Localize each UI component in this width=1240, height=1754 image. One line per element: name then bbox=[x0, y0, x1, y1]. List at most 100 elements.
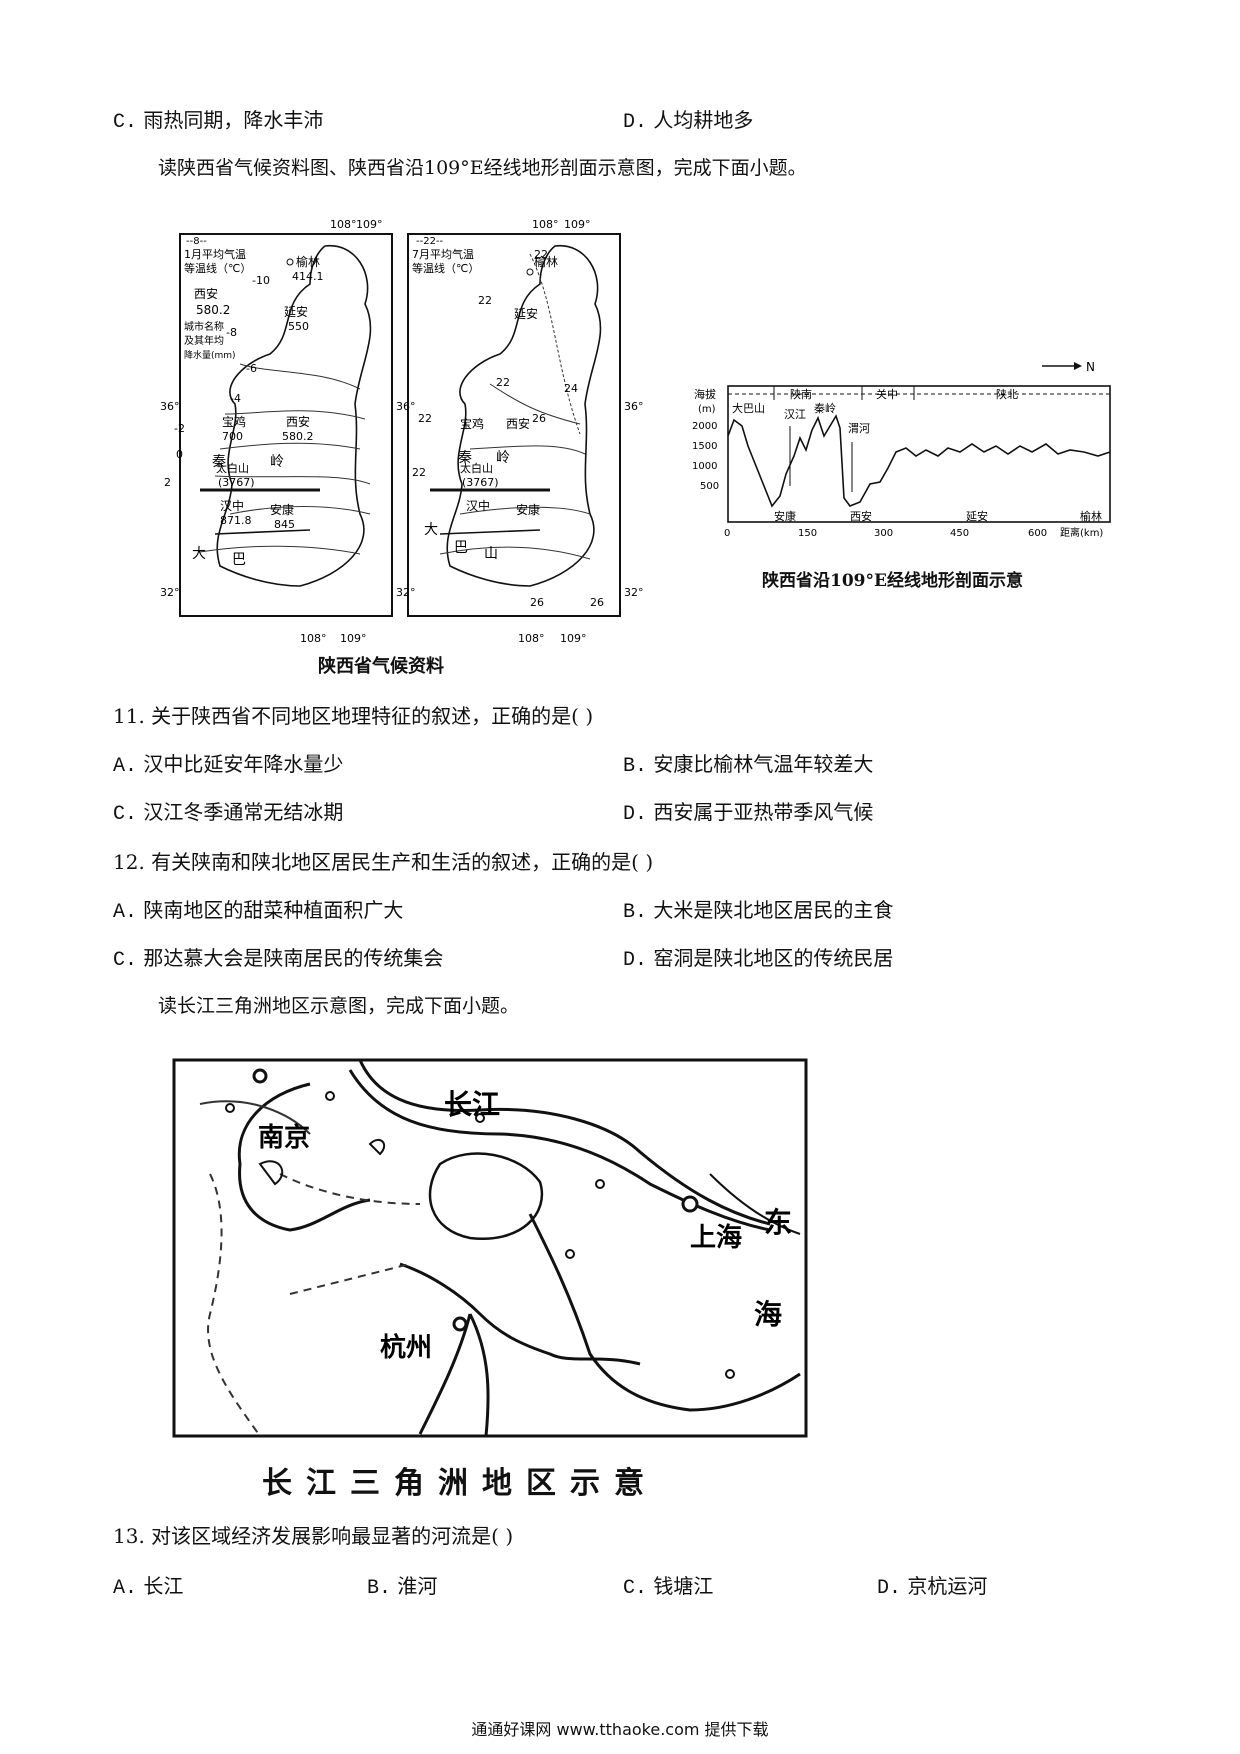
question-12-stem: 12. 有关陕南和陕北地区居民生产和生活的叙述，正确的是( ) bbox=[113, 850, 654, 874]
q12-option-b[interactable]: B. 大米是陕北地区居民的主食 bbox=[623, 898, 894, 924]
jul-legend-line: --22-- bbox=[416, 236, 444, 247]
jan-lon109-label: 109° bbox=[356, 218, 383, 231]
jan-city-name: 榆林 bbox=[296, 254, 320, 269]
jan-city-value: 871.8 bbox=[220, 514, 252, 527]
profile-city-label: 西安 bbox=[850, 509, 872, 523]
x-ticks: 0 150 300 450 600 距离(km) bbox=[724, 526, 1103, 539]
jan-lat32-label: 32° bbox=[160, 586, 180, 599]
prev-option-d: D. 人均耕地多 bbox=[623, 108, 754, 134]
jul-isotherm-label: 22 bbox=[412, 466, 426, 479]
x-tick: 300 bbox=[874, 528, 893, 539]
jan-city-name: 汉中 bbox=[220, 498, 244, 513]
jul-city-value: (3767) bbox=[462, 476, 499, 489]
q13-option-d[interactable]: D. 京杭运河 bbox=[877, 1574, 988, 1600]
jan-city-name: 延安 bbox=[284, 304, 308, 319]
map-label-nanjing: 南京 bbox=[258, 1122, 310, 1153]
jul-isotherm-label: 22 bbox=[496, 376, 510, 389]
jan-city-name: 宝鸡 bbox=[222, 414, 246, 429]
jan-legend-title-1: 1月平均气温 bbox=[184, 247, 246, 261]
jan-isotherm-label: -8 bbox=[226, 326, 237, 339]
map-label-river: 长江 bbox=[444, 1088, 500, 1121]
terrain-profile-figure: N 陕南 关中 陕北 海拔 (m) 2000 1500 1000 500 0 1… bbox=[692, 360, 1111, 539]
map-label-hangzhou: 杭州 bbox=[380, 1332, 432, 1363]
jan-isotherm-map: 108° 109° 108° 109° 36° 32° 36° 32° --8-… bbox=[160, 218, 416, 645]
jan-isotherm-label: 0 bbox=[176, 448, 183, 461]
jan-city-name: 太白山 bbox=[216, 461, 249, 475]
jan-lat32-right: 32° bbox=[396, 586, 416, 599]
jul-isotherm-label: 26 bbox=[530, 596, 544, 609]
q13-option-a[interactable]: A. 长江 bbox=[113, 1574, 184, 1600]
jul-mountain-label: 巴 bbox=[454, 540, 468, 556]
yangtze-figure-caption: 长江三角洲地区示意 bbox=[262, 1466, 658, 1501]
jul-province-outline bbox=[446, 245, 602, 587]
profile-city-label: 延安 bbox=[966, 509, 988, 523]
q13-option-c[interactable]: C. 钱塘江 bbox=[623, 1574, 714, 1600]
jan-city-value: 700 bbox=[222, 430, 243, 443]
jul-legend-title-1: 7月平均气温 bbox=[412, 247, 474, 261]
page-footer[interactable]: 通通好课网 www.tthaoke.com 提供下载 bbox=[471, 1720, 769, 1739]
jan-sample-note-3: 降水量(mm) bbox=[184, 349, 236, 361]
q11-option-a[interactable]: A. 汉中比延安年降水量少 bbox=[113, 752, 344, 778]
map-label-sea: 海 bbox=[754, 1298, 782, 1331]
jan-city-marker bbox=[286, 258, 294, 266]
jul-city-marker bbox=[526, 268, 534, 276]
feature-label: 大巴山 bbox=[732, 401, 765, 415]
prev-option-c: C. 雨热同期，降水丰沛 bbox=[113, 108, 324, 134]
jul-isotherm-label: 26 bbox=[532, 412, 546, 425]
jan-city-value: (3767) bbox=[218, 476, 255, 489]
jan-mountain-label: 秦 bbox=[212, 454, 226, 470]
jan-legend-line: --8-- bbox=[186, 236, 207, 247]
region-label: 陕南 bbox=[790, 387, 812, 401]
jul-isotherm-label: 26 bbox=[590, 596, 604, 609]
terrain-profile-line bbox=[727, 414, 1111, 508]
jul-city-name: 西安 bbox=[506, 416, 530, 431]
jul-city-name: 太白山 bbox=[460, 461, 493, 475]
jan-city-name: 西安 bbox=[286, 414, 310, 429]
jul-isotherm-label: 22 bbox=[534, 248, 548, 261]
jan-sample-city: 西安 bbox=[194, 286, 218, 301]
jul-legend-title-2: 等温线（℃） bbox=[412, 261, 479, 275]
region-label: 陕北 bbox=[996, 387, 1018, 401]
jul-city-name: 安康 bbox=[516, 502, 540, 517]
feature-label: 汉江 bbox=[784, 408, 806, 421]
jul-isotherm-map: 108° 109° 108° 109° 36° 32° --22-- 7月平均气… bbox=[407, 218, 644, 645]
jan-lat36-label: 36° bbox=[160, 400, 180, 413]
jan-isotherm-label: -2 bbox=[174, 422, 185, 435]
region-label: 关中 bbox=[876, 387, 898, 401]
q12-option-d[interactable]: D. 窑洞是陕北地区的传统民居 bbox=[623, 946, 894, 972]
jul-lon109-label: 109° bbox=[564, 218, 591, 231]
profile-city-label: 安康 bbox=[774, 509, 796, 523]
jul-city-name: 宝鸡 bbox=[460, 416, 484, 431]
jan-lon108-label: 108° bbox=[330, 218, 357, 231]
jul-city-name: 汉中 bbox=[466, 498, 490, 513]
jul-isotherm-label: 24 bbox=[564, 382, 578, 395]
jan-city-value: 845 bbox=[274, 518, 295, 531]
jan-isotherm-label: -6 bbox=[246, 362, 257, 375]
terrain-figure-caption: 陕西省沿109°E经线地形剖面示意 bbox=[762, 571, 1023, 591]
feature-label: 秦岭 bbox=[814, 401, 836, 415]
q13-option-b[interactable]: B. 淮河 bbox=[367, 1574, 438, 1600]
y-tick: 1000 bbox=[692, 461, 717, 472]
jul-lon108-label: 108° bbox=[532, 218, 559, 231]
question-11-stem: 11. 关于陕西省不同地区地理特征的叙述，正确的是( ) bbox=[113, 704, 594, 728]
q11-option-d[interactable]: D. 西安属于亚热带季风气候 bbox=[623, 800, 874, 826]
intro-text-shaanxi: 读陕西省气候资料图、陕西省沿109°E经线地形剖面示意图，完成下面小题。 bbox=[158, 157, 807, 179]
x-axis-label: 距离(km) bbox=[1060, 526, 1103, 539]
y-tick: 500 bbox=[700, 481, 719, 492]
x-tick: 600 bbox=[1028, 528, 1047, 539]
q11-option-c[interactable]: C. 汉江冬季通常无结冰期 bbox=[113, 800, 344, 826]
jan-lat36-right: 36° bbox=[396, 400, 416, 413]
q11-option-b[interactable]: B. 安康比榆林气温年较差大 bbox=[623, 752, 874, 778]
jan-isotherm-label: -10 bbox=[252, 274, 270, 287]
jan-city-value: 414.1 bbox=[292, 270, 324, 283]
jul-mountain-label: 秦 bbox=[458, 450, 472, 466]
jan-city-value: 550 bbox=[288, 320, 309, 333]
intro-text-yangtze: 读长江三角洲地区示意图，完成下面小题。 bbox=[158, 995, 520, 1017]
q12-option-c[interactable]: C. 那达慕大会是陕南居民的传统集会 bbox=[113, 946, 444, 972]
yangtze-delta-map: 长江 南京 上海 杭州 东 海 bbox=[172, 1058, 808, 1438]
q12-option-a[interactable]: A. 陕南地区的甜菜种植面积广大 bbox=[113, 898, 404, 924]
jan-mountain-label: 巴 bbox=[232, 552, 246, 568]
map-label-east: 东 bbox=[764, 1206, 792, 1239]
jan-mountain-label: 岭 bbox=[270, 454, 284, 470]
jan-isotherm-label: 2 bbox=[164, 476, 171, 489]
